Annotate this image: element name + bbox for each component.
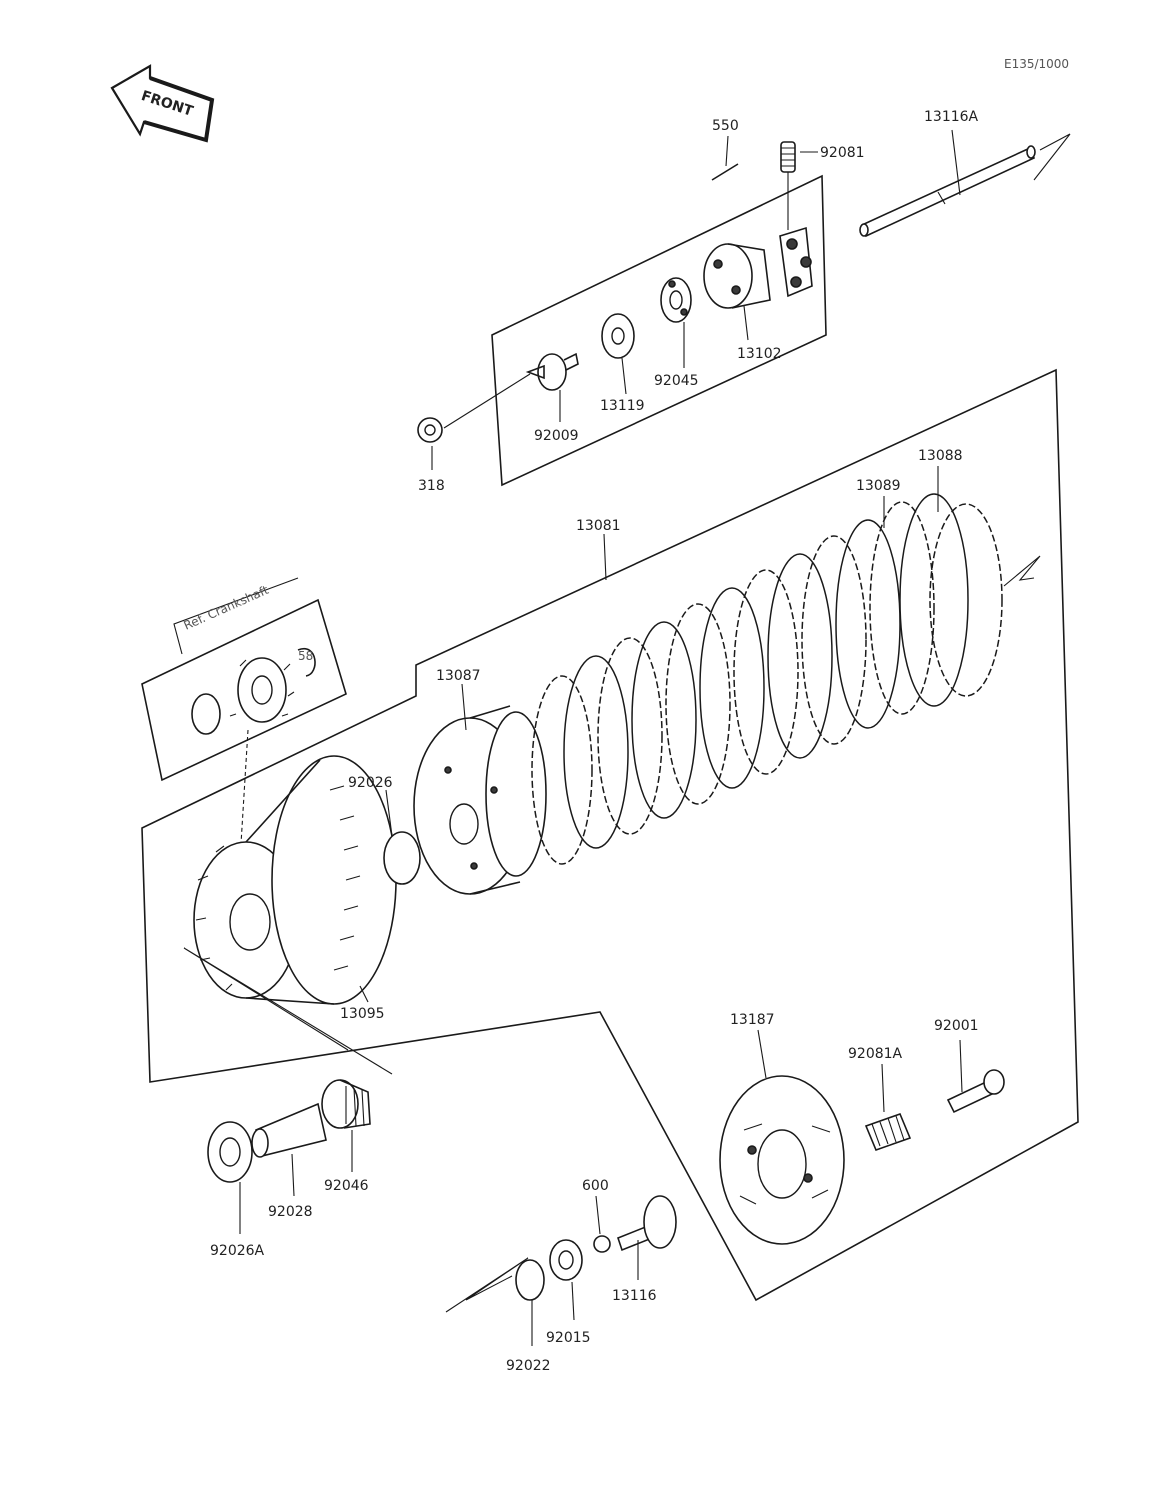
cam-13119 (601, 313, 635, 359)
part-92009-label: 92009 (534, 428, 579, 444)
pin-550 (711, 163, 739, 181)
lifter-13102 (703, 243, 771, 309)
leader-550 (725, 135, 729, 167)
leader-92081A (881, 1063, 885, 1113)
leader-92001 (959, 1039, 963, 1093)
part-13187-label: 13187 (730, 1012, 775, 1028)
pushrod-shaft-13116A (859, 133, 1071, 238)
lower-pushrod-arrow (445, 1257, 529, 1313)
leader-13102 (743, 305, 749, 341)
pushrod-13116 (617, 1195, 677, 1252)
clutch-plate-stack (531, 493, 1041, 865)
bearing-92045 (660, 277, 692, 323)
part-13081-label: 13081 (576, 518, 621, 534)
part-58-label: 58 (298, 649, 313, 663)
reference-code: E135/1000 (1004, 57, 1069, 71)
ref-crankshaft-leader (173, 577, 299, 655)
clutch-hub-13087 (413, 705, 547, 895)
spring-92081A (864, 1112, 912, 1152)
circlip-58 (297, 647, 316, 677)
release-mechanism-frame (491, 174, 827, 487)
part-92022-label: 92022 (506, 1358, 551, 1374)
leader-92028 (291, 1153, 295, 1197)
part-13116-label: 13116 (612, 1288, 657, 1304)
part-92001-label: 92001 (934, 1018, 979, 1034)
ball-600 (593, 1235, 611, 1253)
leader-13116A (951, 129, 961, 196)
bolt-92001 (946, 1069, 1005, 1114)
leader-13119 (621, 357, 627, 395)
part-13102-label: 13102 (737, 346, 782, 362)
crankshaft-spacer (191, 693, 221, 735)
part-92028-label: 92028 (268, 1204, 313, 1220)
crankshaft-link-line (239, 729, 249, 861)
leader-92026 (385, 789, 393, 837)
leader-92015 (571, 1281, 575, 1321)
leader-600 (595, 1195, 601, 1235)
front-arrow-icon: FRONT (110, 64, 215, 143)
ref-crankshaft-frame (141, 598, 347, 782)
sleeve-92028 (251, 1102, 327, 1158)
leader-13081 (603, 533, 607, 581)
part-13116A-label: 13116A (924, 109, 979, 125)
part-92081A-label: 92081A (848, 1046, 903, 1062)
washer-92022 (515, 1259, 545, 1301)
clutch-assembly-frame (141, 368, 1079, 1302)
part-600-label: 600 (582, 1178, 609, 1194)
pressure-plate-13187 (719, 1075, 845, 1245)
part-92026A-label: 92026A (210, 1243, 265, 1259)
leader-13087 (461, 683, 467, 731)
nut-318 (417, 417, 443, 443)
part-550-label: 550 (712, 118, 739, 134)
screw-92009 (443, 352, 579, 429)
washer-92026 (383, 831, 421, 885)
part-92015-label: 92015 (546, 1330, 591, 1346)
bearing-92015 (549, 1239, 583, 1281)
part-13095-label: 13095 (340, 1006, 385, 1022)
cam-piece (779, 226, 813, 298)
washer-92026A (207, 1121, 253, 1183)
housing-explode-lines (183, 947, 393, 1075)
part-13088-label: 13088 (918, 448, 963, 464)
part-92081-label: 92081 (820, 145, 865, 161)
crankshaft-gear (229, 657, 295, 723)
clutch-housing-13095 (193, 755, 397, 1005)
needle-bearing-92046 (321, 1079, 371, 1129)
leader-13095 (359, 985, 369, 1003)
part-92026-label: 92026 (348, 775, 393, 791)
spring-92081 (780, 141, 796, 230)
part-13089-label: 13089 (856, 478, 901, 494)
leader-13187 (757, 1029, 767, 1079)
part-92046-label: 92046 (324, 1178, 369, 1194)
part-13119-label: 13119 (600, 398, 645, 414)
part-92045-label: 92045 (654, 373, 699, 389)
part-318-label: 318 (418, 478, 445, 494)
part-13087-label: 13087 (436, 668, 481, 684)
ref-crankshaft-label: Ref. Crankshaft (182, 583, 271, 633)
